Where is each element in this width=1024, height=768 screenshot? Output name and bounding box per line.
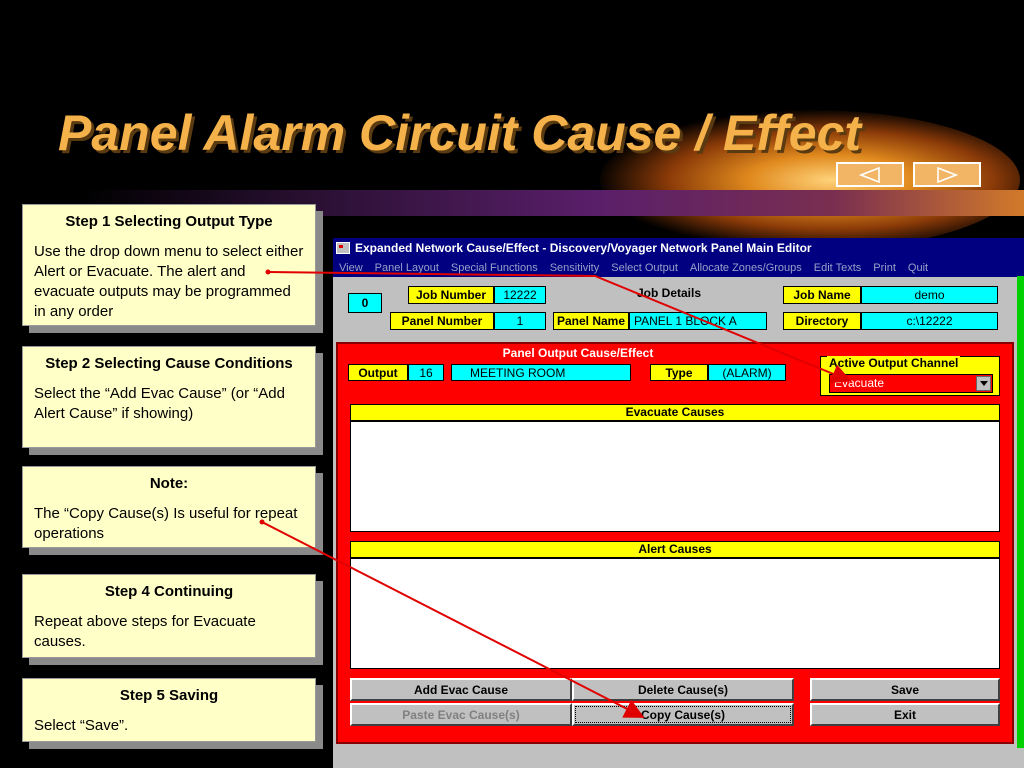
menu-edit-texts[interactable]: Edit Texts [813, 261, 862, 274]
note-step-1: Step 1 Selecting Output Type Use the dro… [22, 204, 316, 326]
copy-cause-button[interactable]: Copy Cause(s) [572, 703, 794, 726]
note-body: Select the “Add Evac Cause” (or “Add Ale… [34, 385, 285, 422]
note-body: Use the drop down menu to select either … [34, 243, 304, 320]
panel-number-label: Panel Number [390, 312, 494, 330]
slide-title: Panel Alarm Circuit Cause / Effect [58, 105, 862, 161]
type-field: (ALARM) [708, 364, 786, 381]
note-step-4: Step 4 Continuing Repeat above steps for… [22, 574, 316, 658]
note-heading: Step 1 Selecting Output Type [65, 213, 273, 230]
panel-heading: Panel Output Cause/Effect [502, 346, 654, 360]
job-details-panel: 0 Job Details Job Number 12222 Job Name … [333, 279, 1024, 335]
output-channel-select[interactable]: Evacuate [829, 374, 993, 393]
job-number-field[interactable]: 12222 [494, 286, 546, 304]
note-heading: Step 2 Selecting Cause Conditions [45, 355, 293, 372]
evacuate-causes-list[interactable] [350, 421, 1000, 532]
job-name-field[interactable]: demo [861, 286, 998, 304]
menu-select-output[interactable]: Select Output [611, 261, 678, 274]
note-heading: Step 4 Continuing [104, 583, 234, 600]
menu-print[interactable]: Print [873, 261, 896, 274]
note-step-2: Step 2 Selecting Cause Conditions Select… [22, 346, 316, 448]
delete-cause-button[interactable]: Delete Cause(s) [572, 678, 794, 701]
menu-allocate-zones[interactable]: Allocate Zones/Groups [689, 261, 802, 274]
job-name-label: Job Name [783, 286, 861, 304]
note-heading: Step 5 Saving [119, 687, 219, 704]
paste-evac-cause-button[interactable]: Paste Evac Cause(s) [350, 703, 572, 726]
active-output-channel-label: Active Output Channel [827, 356, 961, 370]
output-number-field[interactable]: 16 [408, 364, 444, 381]
panel-name-label: Panel Name [553, 312, 629, 330]
triangle-left-icon [859, 166, 880, 183]
cause-effect-panel: Panel Output Cause/Effect Output 16 MEET… [336, 342, 1014, 744]
output-channel-value: Evacuate [834, 376, 885, 390]
note-copy-tip: Note: The “Copy Cause(s) Is useful for r… [22, 466, 316, 548]
note-body: Select “Save”. [34, 717, 129, 734]
evacuate-causes-header: Evacuate Causes [350, 404, 1000, 421]
window-titlebar: Expanded Network Cause/Effect - Discover… [333, 238, 1024, 258]
panel-name-field[interactable]: PANEL 1 BLOCK A [629, 312, 767, 330]
menu-panel-layout[interactable]: Panel Layout [374, 261, 439, 274]
exit-button[interactable]: Exit [810, 703, 1000, 726]
next-slide-button[interactable] [913, 162, 981, 187]
scroll-indicator [1017, 276, 1024, 748]
job-number-label: Job Number [408, 286, 494, 304]
active-output-channel-group: Active Output Channel Evacuate [820, 356, 1000, 396]
job-details-heading: Job Details [637, 286, 702, 300]
editor-window: Expanded Network Cause/Effect - Discover… [333, 238, 1024, 768]
window-title: Expanded Network Cause/Effect - Discover… [355, 241, 812, 255]
prev-slide-button[interactable] [836, 162, 904, 187]
note-body: Repeat above steps for Evacuate causes. [34, 613, 256, 650]
output-label: Output [348, 364, 408, 381]
save-button[interactable]: Save [810, 678, 1000, 701]
directory-field[interactable]: c:\12222 [861, 312, 998, 330]
note-body: The “Copy Cause(s) Is useful for repeat … [34, 505, 298, 542]
record-counter: 0 [348, 293, 382, 313]
menu-bar: View Panel Layout Special Functions Sens… [333, 258, 1024, 277]
add-evac-cause-button[interactable]: Add Evac Cause [350, 678, 572, 701]
directory-label: Directory [783, 312, 861, 330]
menu-view[interactable]: View [339, 261, 363, 274]
app-icon [336, 242, 350, 254]
note-heading: Note: [149, 475, 189, 492]
menu-quit[interactable]: Quit [907, 261, 929, 274]
alert-causes-list[interactable] [350, 558, 1000, 669]
alert-causes-header: Alert Causes [350, 541, 1000, 558]
triangle-right-icon [937, 166, 958, 183]
panel-number-field[interactable]: 1 [494, 312, 546, 330]
output-name-field[interactable]: MEETING ROOM [451, 364, 631, 381]
menu-special-functions[interactable]: Special Functions [450, 261, 538, 274]
menu-sensitivity[interactable]: Sensitivity [549, 261, 600, 274]
dropdown-arrow-icon[interactable] [976, 376, 991, 391]
note-step-5: Step 5 Saving Select “Save”. [22, 678, 316, 742]
type-label: Type [650, 364, 708, 381]
